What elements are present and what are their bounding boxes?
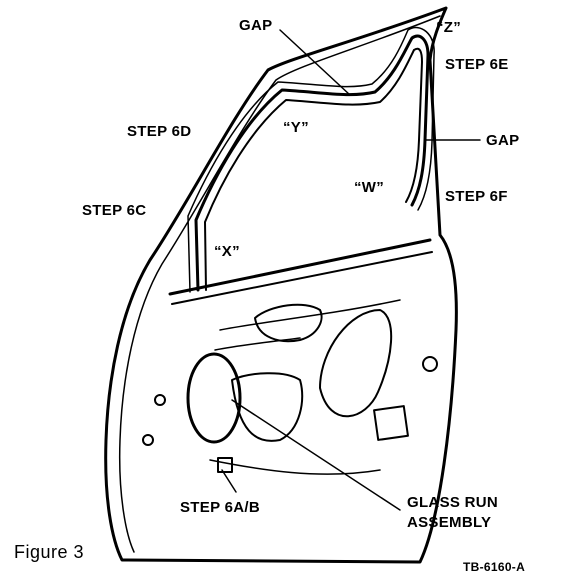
glass-run-channel-outer (187, 26, 435, 293)
door-inner-edge (118, 15, 441, 553)
label-step-6d: STEP 6D (127, 123, 192, 140)
leader-step-6ab (221, 469, 237, 493)
door-outer-edge (104, 6, 458, 564)
figure-code: TB-6160-A (463, 560, 526, 574)
leader-gap-top (279, 29, 351, 96)
panel-clip (217, 457, 233, 473)
label-gap-top: GAP (239, 17, 273, 34)
panel-opening-upper (254, 303, 323, 343)
label-step-6c: STEP 6C (82, 202, 147, 219)
label-y: “Y” (283, 119, 309, 136)
belt-line-lower (171, 251, 433, 305)
glass-run-channel-inner (204, 47, 423, 291)
panel-rib (209, 299, 401, 475)
panel-hole-right (422, 356, 438, 372)
callout-circle (186, 352, 242, 444)
belt-line (168, 238, 432, 296)
label-step-6e: STEP 6E (445, 56, 509, 73)
label-step-6ab: STEP 6A/B (180, 499, 260, 516)
label-glass-run-line1: GLASS RUN (407, 494, 499, 511)
leader-glass-run (231, 399, 401, 511)
label-x: “X” (214, 243, 240, 260)
panel-hole-left (154, 394, 166, 406)
label-gap-right: GAP (486, 132, 520, 149)
label-z: “Z” (436, 19, 462, 36)
panel-tab (373, 405, 409, 441)
label-step-6f: STEP 6F (445, 188, 508, 205)
figure-caption: Figure 3 (14, 542, 85, 562)
panel-hole-lower (142, 434, 154, 446)
label-glass-run-line2: ASSEMBLY (407, 514, 492, 531)
label-w: “W” (354, 179, 385, 196)
panel-opening-right (319, 309, 393, 418)
panel-opening-lower (231, 372, 304, 442)
